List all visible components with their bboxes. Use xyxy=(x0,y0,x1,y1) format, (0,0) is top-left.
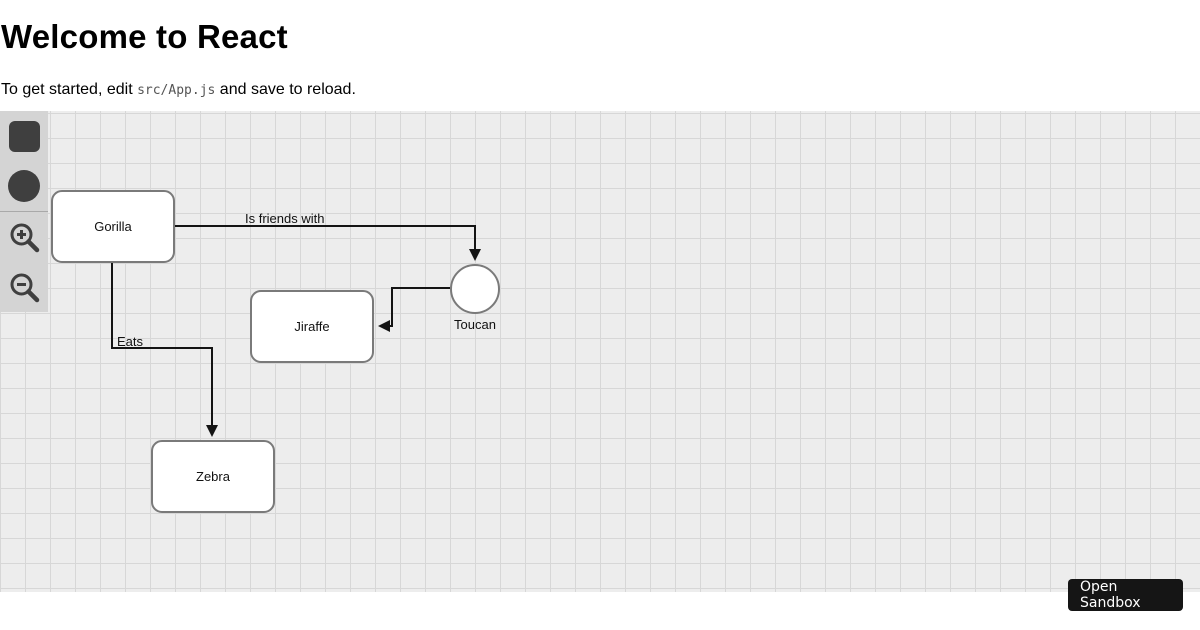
app-header: Welcome to React To get started, edit sr… xyxy=(0,0,1200,111)
node-jiraffe[interactable]: Jiraffe xyxy=(250,290,374,363)
diagram-edges xyxy=(111,225,481,437)
zoom-out-button[interactable] xyxy=(0,262,48,312)
zoom-in-icon xyxy=(10,223,39,252)
node-zebra[interactable]: Zebra xyxy=(151,440,275,513)
toolbar-divider xyxy=(0,211,48,212)
zoom-in-button[interactable] xyxy=(0,212,48,262)
open-sandbox-line1: Open xyxy=(1080,579,1118,595)
edge-gorilla-toucan[interactable] xyxy=(175,225,481,261)
edge-label-is-friends-with: Is friends with xyxy=(245,211,325,226)
circle-icon xyxy=(8,170,40,202)
node-gorilla[interactable]: Gorilla xyxy=(51,190,175,263)
rectangle-icon xyxy=(8,120,40,152)
edge-toucan-jiraffe[interactable] xyxy=(378,287,450,332)
shape-toolbar xyxy=(0,111,48,312)
intro-suffix: and save to reload. xyxy=(215,81,356,98)
zoom-out-icon xyxy=(10,273,39,302)
code-snippet: src/App.js xyxy=(137,83,216,98)
edge-gorilla-zebra[interactable] xyxy=(111,263,218,437)
circle-tool-button[interactable] xyxy=(0,161,48,211)
page-title: Welcome to React xyxy=(1,18,288,55)
intro-text: To get started, edit src/App.js and save… xyxy=(0,56,1200,100)
intro-prefix: To get started, edit xyxy=(1,81,138,98)
edge-label-eats: Eats xyxy=(117,334,144,349)
node-zebra-label: Zebra xyxy=(196,469,230,484)
node-toucan-label: Toucan xyxy=(454,317,496,332)
node-jiraffe-label: Jiraffe xyxy=(294,319,330,334)
open-sandbox-line2: Sandbox xyxy=(1080,595,1141,611)
rectangle-tool-button[interactable] xyxy=(0,111,48,161)
node-gorilla-label: Gorilla xyxy=(94,219,132,234)
diagram-canvas[interactable]: Is friends with Eats Gorilla Toucan Jira… xyxy=(0,111,1200,592)
open-sandbox-button[interactable]: Open Sandbox xyxy=(1068,579,1183,611)
node-toucan[interactable] xyxy=(450,264,500,314)
